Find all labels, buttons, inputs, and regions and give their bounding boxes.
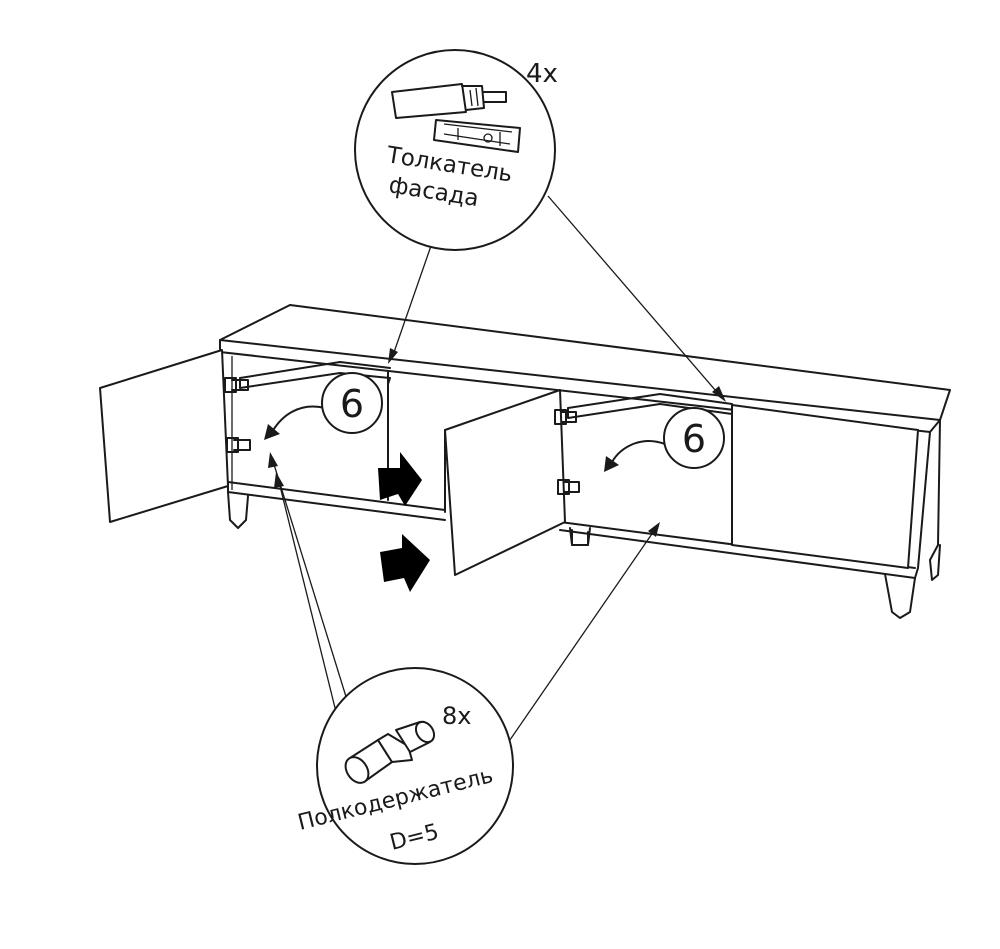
svg-text:6: 6	[682, 417, 706, 461]
step-marker-left: 6	[321, 372, 383, 434]
svg-text:6: 6	[340, 382, 364, 426]
cabinet-top	[219, 304, 951, 421]
rotation-arrow-right	[604, 440, 666, 472]
closed-door	[731, 404, 919, 569]
rotation-arrow-left	[264, 405, 326, 440]
front-right-leg	[884, 573, 916, 619]
direction-arrow-lower	[380, 534, 430, 592]
front-left-leg	[227, 491, 249, 529]
shelf-support-pin-icon	[344, 720, 436, 784]
latch-plate-icon	[433, 119, 521, 153]
leader-lines	[268, 195, 726, 767]
left-open-door	[99, 349, 229, 523]
tv-cabinet	[99, 304, 951, 619]
push-latch-icon	[391, 83, 507, 119]
push-latch-quantity: 4x	[526, 59, 558, 89]
step-marker-right: 6	[663, 407, 725, 469]
shelf-support-quantity: 8x	[442, 702, 471, 730]
middle-open-door	[444, 389, 566, 576]
cabinet-bottom	[227, 481, 916, 579]
callout-push-latch: 4x Толкатель фасада	[354, 49, 558, 251]
callout-shelf-support: 8x Полкодержатель D=5	[295, 667, 514, 865]
direction-arrow-upper	[378, 452, 422, 506]
